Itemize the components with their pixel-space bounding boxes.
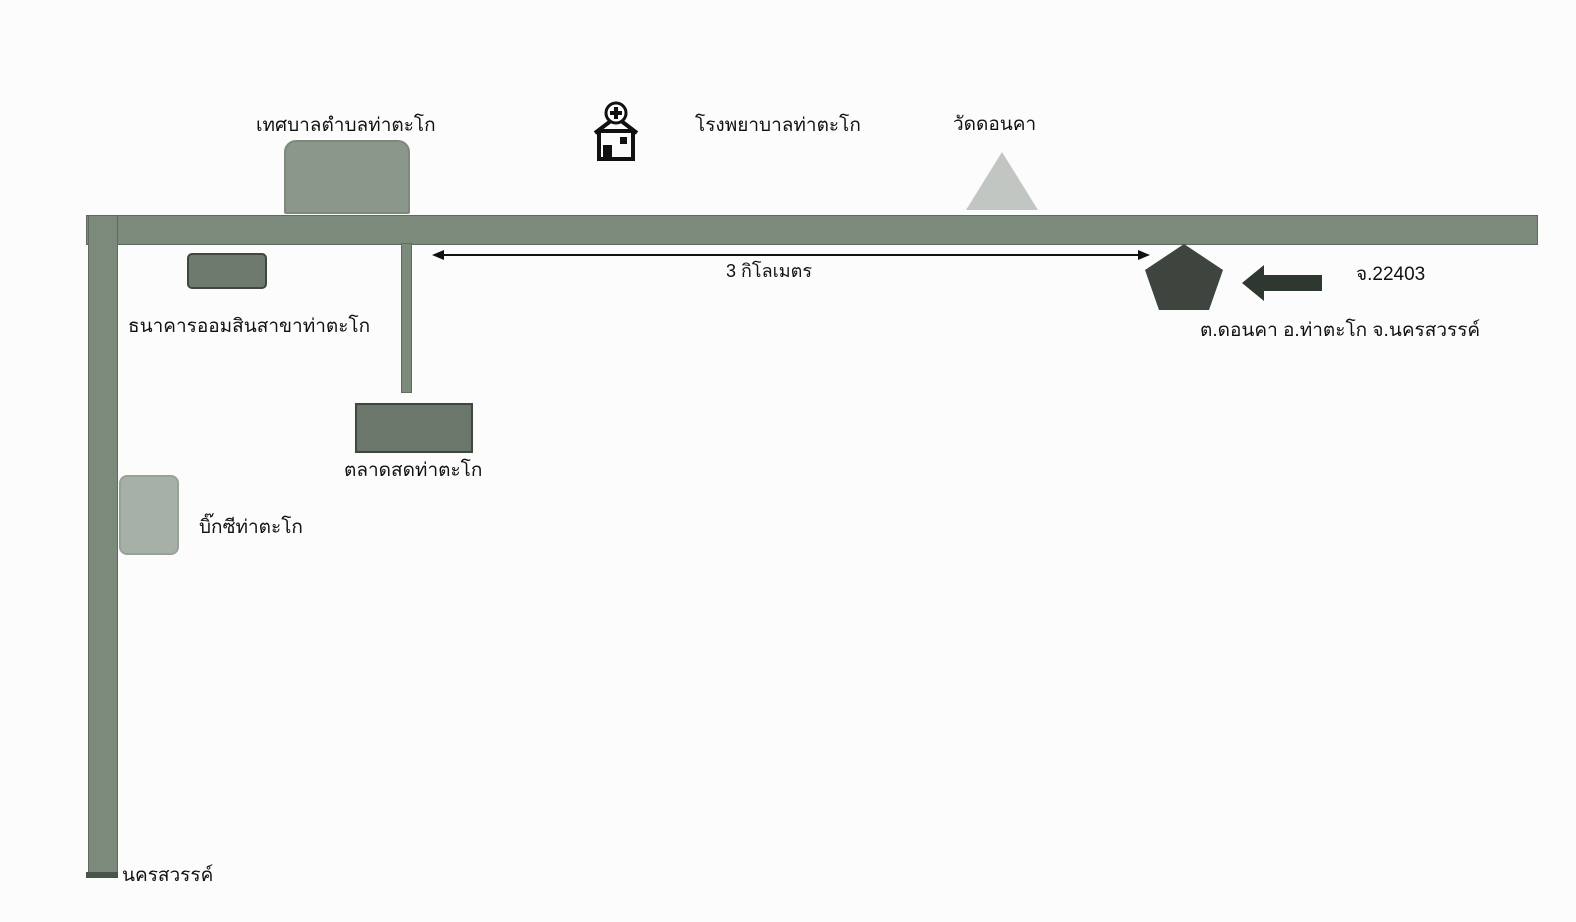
bank-label: ธนาคารออมสินสาขาท่าตะโก: [128, 316, 371, 337]
bank-building: [187, 253, 267, 289]
road-to-nakhon-sawan: [88, 215, 118, 877]
distance-double-arrow: [432, 250, 1150, 260]
bigc-building: [119, 475, 179, 555]
bigc-label: บิ๊กซีท่าตะโก: [199, 517, 303, 538]
hospital-label: โรงพยาบาลท่าตะโก: [695, 115, 861, 136]
road-end-cap: [86, 872, 118, 878]
municipality-label: เทศบาลตำบลท่าตะโก: [256, 115, 436, 136]
pentagon-marker-icon: [1145, 244, 1223, 310]
destination-label: ต.ดอนคา อ.ท่าตะโก จ.นครสวรรค์: [1200, 320, 1481, 341]
hospital-icon: [593, 101, 639, 161]
municipality-building: [284, 140, 410, 214]
temple-label: วัดดอนคา: [953, 114, 1037, 135]
postcode-label: จ.22403: [1356, 264, 1426, 285]
side-road-to-market: [401, 243, 412, 393]
market-building: [355, 403, 473, 453]
distance-label: 3 กิโลเมตร: [726, 261, 812, 281]
main-road-horizontal: [86, 215, 1538, 245]
market-label: ตลาดสดท่าตะโก: [344, 460, 483, 481]
left-arrow-icon: [1242, 265, 1322, 301]
direction-label: นครสวรรค์: [122, 865, 214, 886]
triangle-temple-icon: [966, 152, 1038, 210]
